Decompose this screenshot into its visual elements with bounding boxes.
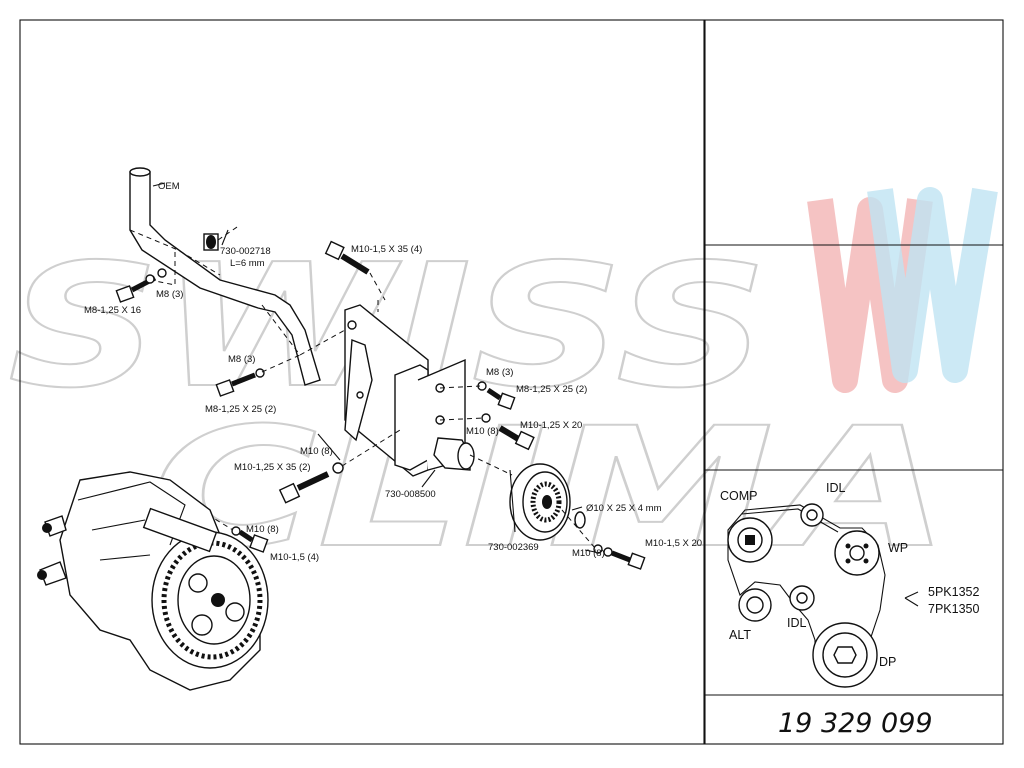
- bolt-m10-125-35-icon: [278, 429, 401, 504]
- idler-top-pulley-icon: [800, 503, 824, 527]
- label-m10-bottom: M10 (8): [572, 548, 605, 559]
- spacer-icon: [203, 224, 241, 251]
- label-bolt-m8-25-left: M8-1,25 X 25 (2): [205, 404, 276, 415]
- bolt-m8-16-icon: [115, 268, 167, 303]
- label-pulley-part: 730-002369: [488, 542, 539, 553]
- label-m10-left: M10 (8): [246, 524, 279, 535]
- idler-bottom-pulley-icon: [789, 585, 815, 611]
- belt-label-wp: WP: [888, 541, 908, 555]
- bolt-m10-15-4-icon: [199, 509, 269, 553]
- oem-bracket-icon: [129, 167, 321, 386]
- label-bolt-m8-25-right: M8-1,25 X 25 (2): [516, 384, 587, 395]
- washer-icon: [561, 509, 646, 570]
- label-spacer-length: L=6 mm: [230, 258, 265, 269]
- watermark-logo-icon: [807, 187, 998, 393]
- comp-pulley-icon: [727, 517, 773, 563]
- label-bolt-m10-15-4: M10-1,5 (4): [270, 552, 319, 563]
- bolt-m8-25-right-icon: [439, 381, 516, 410]
- label-bolt-m8-16: M8-1,25 X 16: [84, 305, 141, 316]
- belt-label-dp: DP: [879, 655, 896, 669]
- label-m8-mid: M8 (3): [228, 354, 255, 365]
- label-bracket-part: 730-008500: [385, 489, 436, 500]
- belt-label-alt: ALT: [729, 628, 751, 642]
- label-m8-right: M8 (3): [486, 367, 513, 378]
- sheet-frame: [19, 19, 1004, 745]
- label-oem: OEM: [158, 181, 180, 192]
- label-bolt-m10-35: M10-1,5 X 35 (4): [351, 244, 422, 255]
- part-number: 19 329 099: [778, 708, 933, 739]
- label-m10-center: M10 (8): [300, 446, 333, 457]
- label-m10-right: M10 (8): [466, 426, 499, 437]
- bracket-plate-icon: [299, 300, 466, 477]
- label-bolt-m10-125-35: M10-1,25 X 35 (2): [234, 462, 311, 473]
- water-pump-pulley-icon: [834, 530, 880, 576]
- belt-label-idl-top: IDL: [826, 481, 846, 495]
- alternator-pulley-icon: [738, 588, 772, 622]
- exploded-assembly: [37, 167, 646, 691]
- compressor-icon: [37, 471, 269, 691]
- label-bolt-m10-15-20: M10-1,5 X 20: [645, 538, 702, 549]
- drive-pulley-icon: [812, 622, 878, 688]
- label-bolt-m10-125-20: M10-1,25 X 20: [520, 420, 582, 431]
- belt-label-belt-1: 5PK1352: [928, 585, 979, 599]
- idler-shaft-icon: [433, 437, 513, 476]
- label-m8-top: M8 (3): [156, 289, 183, 300]
- label-washer-spec: Ø10 X 25 X 4 mm: [586, 503, 662, 514]
- callout-labels: OEM 730-002718 L=6 mm M10-1,5 X 35 (4) M…: [84, 181, 702, 563]
- label-spacer-part: 730-002718: [220, 246, 271, 257]
- bolt-m8-25-left-icon: [215, 354, 301, 397]
- idler-pulley-icon: [509, 463, 571, 541]
- belt-label-belt-2: 7PK1350: [928, 602, 979, 616]
- belt-label-idl-bottom: IDL: [787, 616, 807, 630]
- leader-lines: [152, 182, 596, 553]
- belt-routing-diagram: [727, 503, 919, 688]
- belt-label-comp: COMP: [720, 489, 758, 503]
- belt-labels: COMP IDL WP 5PK1352 7PK1350 ALT IDL DP: [720, 481, 979, 669]
- bolt-m10-125-20-icon: [439, 413, 535, 451]
- bolt-m10-35-icon: [324, 240, 386, 301]
